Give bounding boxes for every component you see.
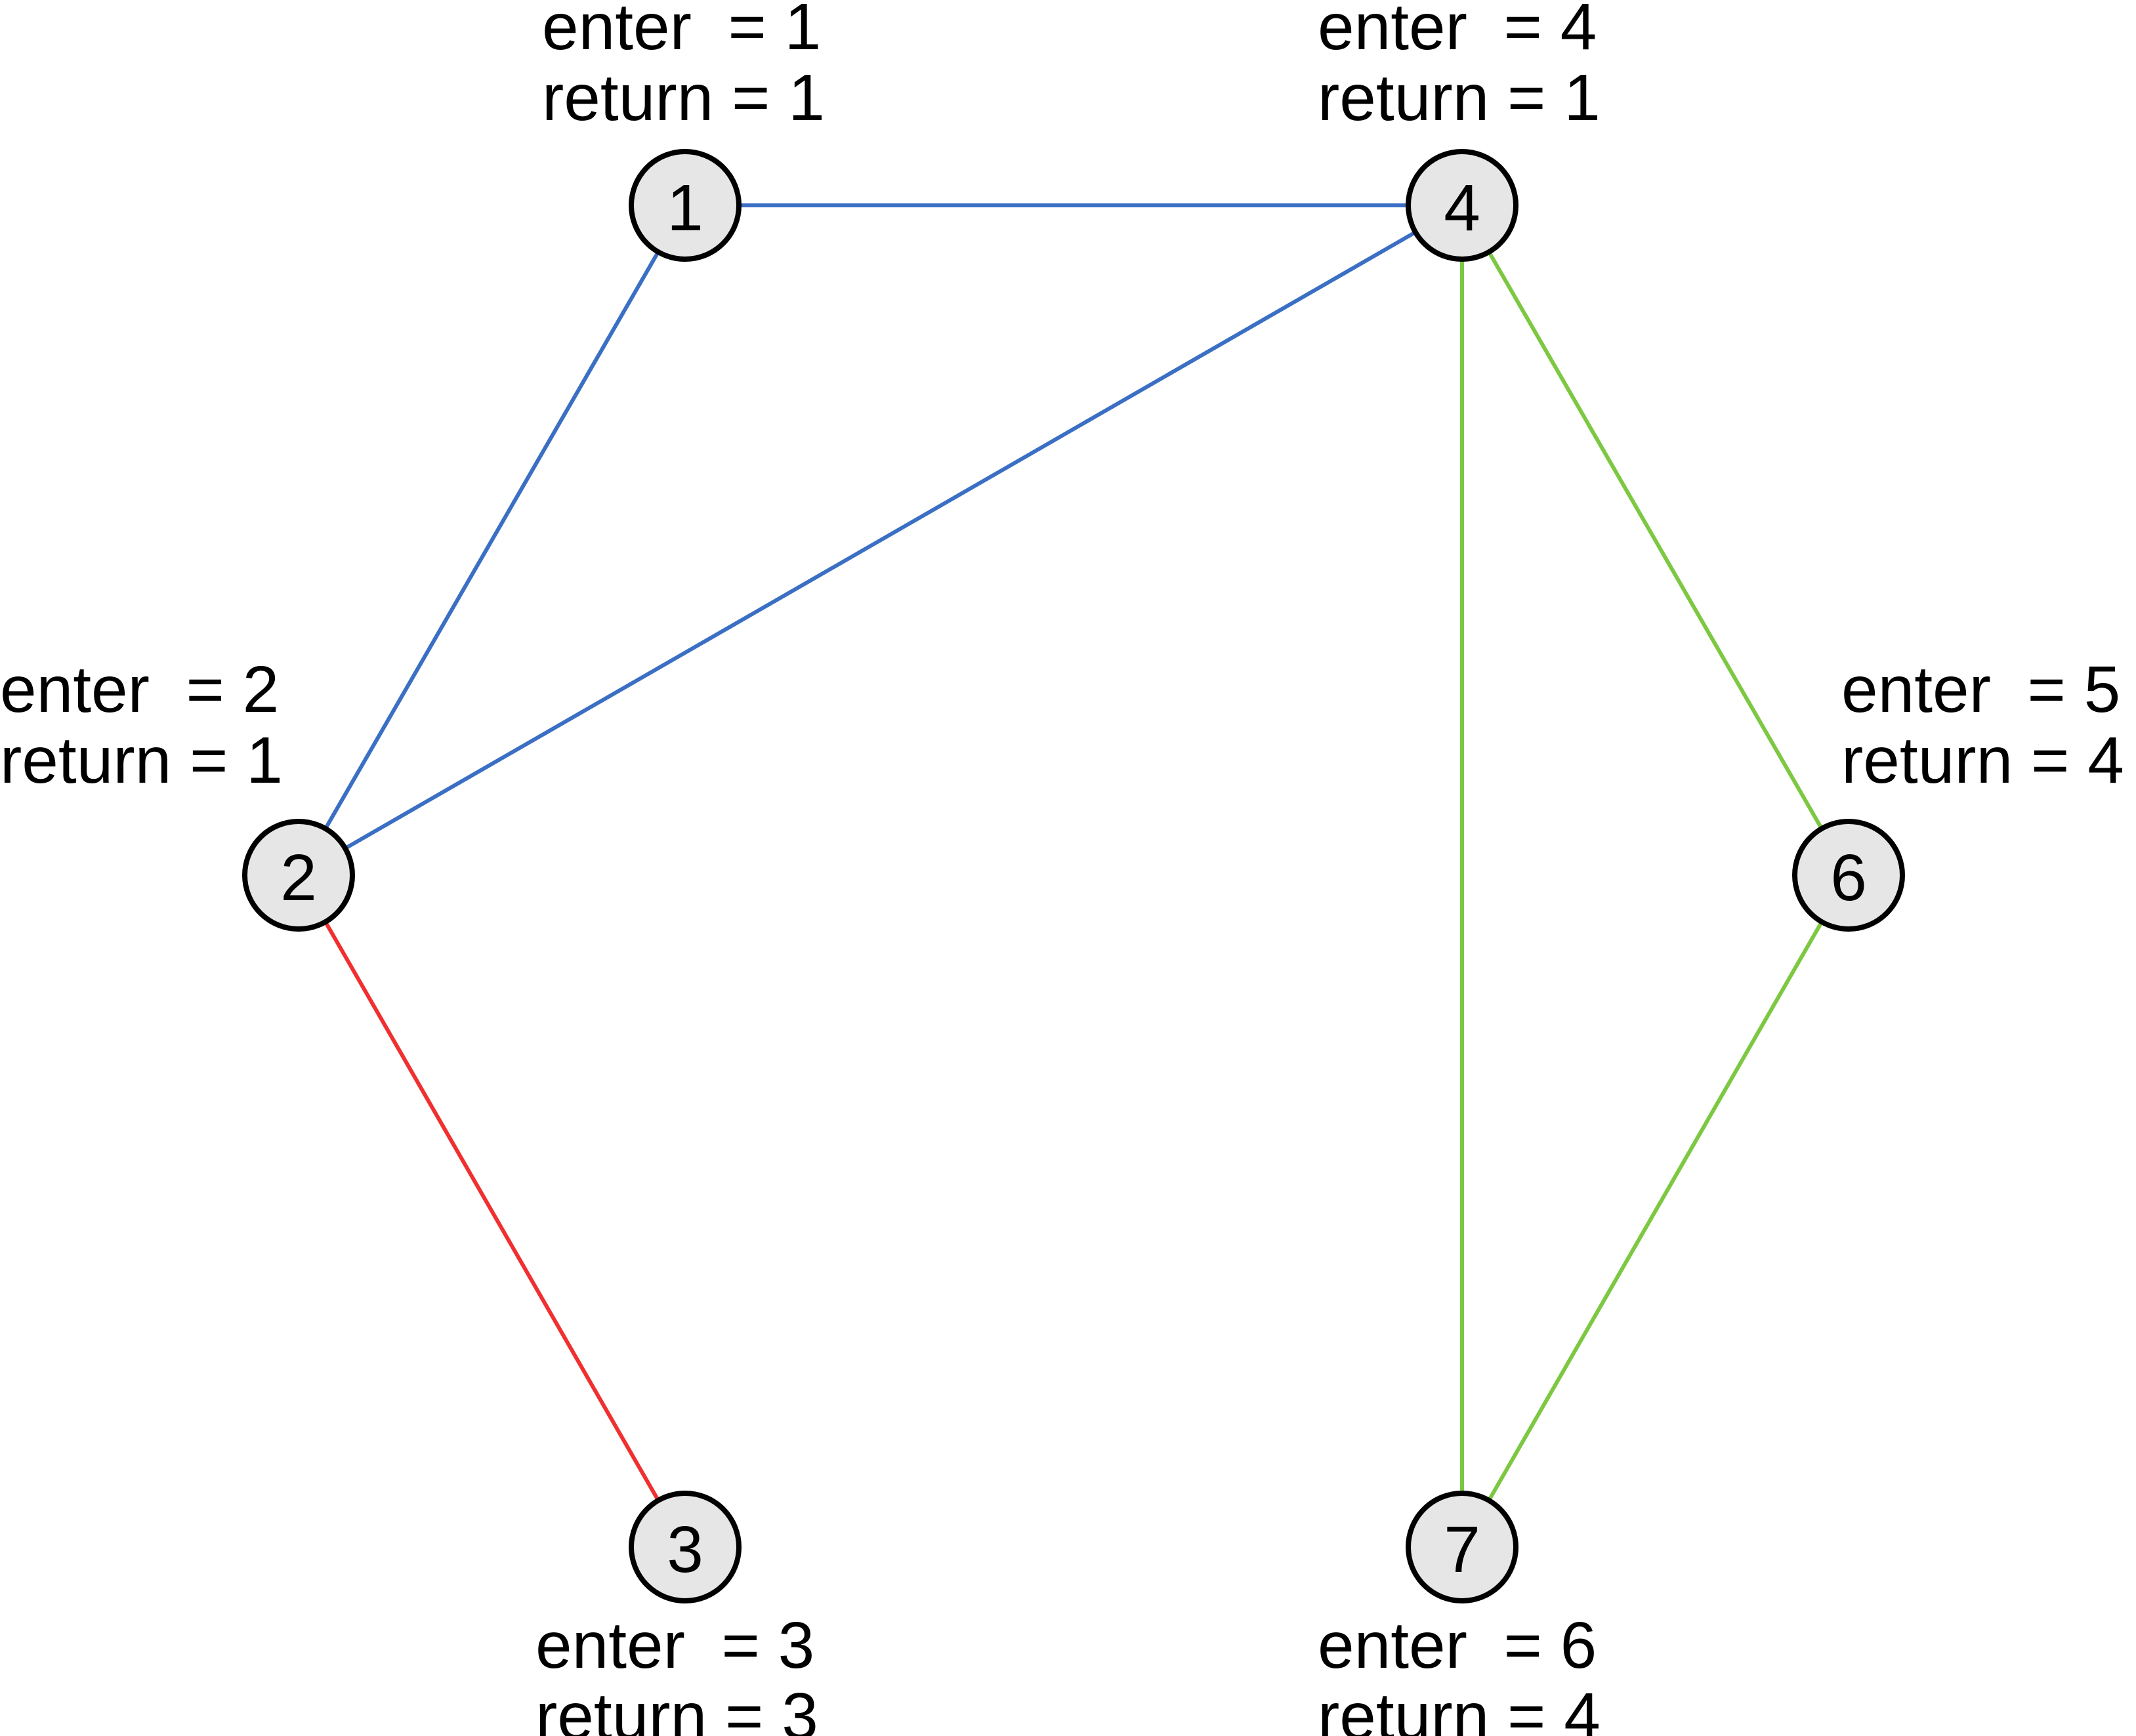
node-circle-1 [629,149,742,262]
return-value-3: return = 3 [535,1680,818,1736]
node-6: 6 [1792,819,1905,932]
node-circle-6 [1792,819,1905,932]
node-label-2: 2 [280,841,317,915]
enter-value-2: enter = 2 [0,653,279,726]
node-circle-3 [629,1491,742,1603]
node-4: 4 [1406,149,1518,262]
edge-2-3 [324,920,660,1502]
node-label-6: 6 [1830,841,1867,915]
node-label-4: 4 [1444,171,1480,245]
node-circle-4 [1406,149,1518,262]
return-value-6: return = 4 [1841,724,2124,797]
enter-value-1: enter = 1 [542,0,821,64]
node-label-1: 1 [667,171,703,245]
return-value-2: return = 1 [0,724,283,797]
node-2: 2 [242,819,355,932]
edge-2-4 [344,230,1417,850]
return-value-7: return = 4 [1318,1680,1601,1736]
nodes-layer: 1 2 3 4 6 7 [242,149,1905,1603]
enter-value-4: enter = 4 [1318,0,1597,64]
return-value-4: return = 1 [1318,61,1601,134]
enter-value-3: enter = 3 [535,1609,814,1682]
node-circle-2 [242,819,355,932]
node-label-7: 7 [1444,1513,1480,1586]
return-value-1: return = 1 [542,61,825,134]
node-label-3: 3 [667,1513,703,1586]
node-circle-7 [1406,1491,1518,1603]
edge-6-7 [1487,920,1824,1502]
edge-1-2 [324,251,660,830]
enter-value-6: enter = 5 [1841,653,2120,726]
node-1: 1 [629,149,742,262]
edges-layer [324,203,1824,1502]
node-7: 7 [1406,1491,1518,1603]
node-3: 3 [629,1491,742,1603]
edge-4-6 [1487,251,1824,830]
enter-value-7: enter = 6 [1318,1609,1597,1682]
